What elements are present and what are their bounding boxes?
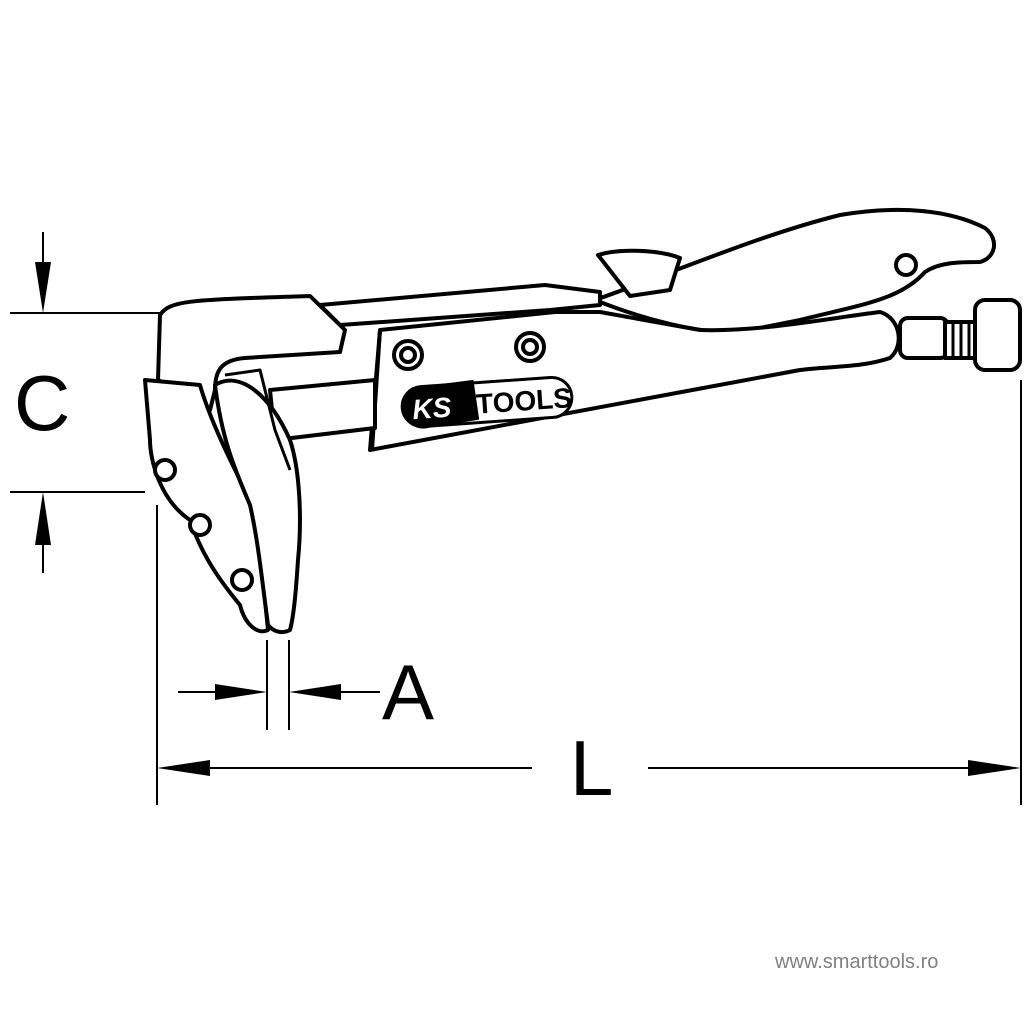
svg-text:TOOLS: TOOLS	[475, 382, 573, 420]
svg-text:KS: KS	[411, 392, 452, 426]
adjusting-screw-knob	[973, 298, 1022, 372]
rivet-icon	[392, 339, 424, 371]
watermark: www.smarttools.ro	[775, 951, 939, 973]
screw-neck	[898, 316, 950, 360]
ks-tools-logo: KS TOOLS	[400, 375, 574, 429]
upper-handle-rivet	[894, 253, 918, 277]
dimension-l	[156, 380, 1022, 805]
dimension-c-label: C	[14, 359, 70, 447]
lower-body	[368, 310, 901, 452]
rivet-icon	[514, 331, 546, 363]
dimension-a	[178, 640, 380, 730]
dimension-c	[10, 232, 160, 573]
release-lever	[596, 248, 682, 298]
dimension-l-label: L	[570, 724, 613, 812]
dimension-a-label: A	[382, 648, 434, 736]
